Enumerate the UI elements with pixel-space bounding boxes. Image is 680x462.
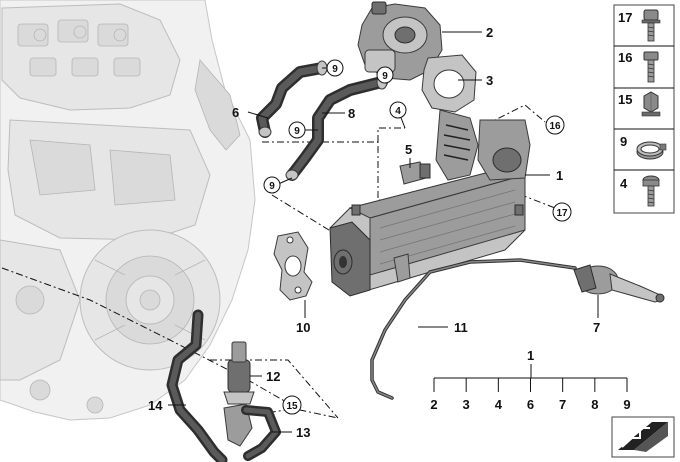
set-child-label: 3: [463, 397, 470, 412]
gasket-part-3: [421, 54, 477, 113]
svg-text:4: 4: [620, 176, 628, 191]
svg-text:17: 17: [618, 10, 632, 25]
svg-text:9: 9: [269, 181, 275, 192]
svg-text:15: 15: [618, 92, 632, 107]
callout-10: 10: [296, 320, 310, 335]
egr-cooler-part: [329, 119, 531, 297]
hose-part-6: [256, 62, 328, 138]
gasket-part-10: [273, 231, 313, 301]
set-child-label: 8: [591, 397, 598, 412]
hose-clamp-icon: [636, 141, 667, 160]
callout-labels: 2 3 6 8 5 1 10 11 7 12 13 14: [148, 25, 600, 440]
torx-bolt-icon: [642, 175, 660, 207]
svg-text:17: 17: [556, 208, 568, 219]
callout-1: 1: [556, 168, 563, 183]
legend-row-4: 4: [620, 175, 660, 207]
set-child-label: 6: [527, 397, 534, 412]
bolt-hex-icon: [643, 51, 659, 83]
hex-nut-icon: [641, 91, 661, 117]
callout-7: 7: [593, 320, 600, 335]
hose-part-14: [166, 309, 228, 462]
set-breakdown-diagram: 1 2 3 4 6 7 8 9: [430, 348, 630, 412]
svg-text:16: 16: [618, 50, 632, 65]
callout-2: 2: [486, 25, 493, 40]
set-child-label: 2: [430, 397, 437, 412]
set-parent-label: 1: [527, 348, 534, 363]
svg-text:9: 9: [294, 126, 300, 137]
callout-17-circle: 17: [552, 202, 572, 222]
stud-part-5: [399, 161, 431, 185]
callout-9-circle-c: 9: [288, 121, 306, 139]
egr-valve-part: [357, 1, 443, 81]
arrow-corner-icon[interactable]: [611, 416, 675, 458]
callout-4-circle: 4: [389, 101, 407, 119]
callout-9-circle-b: 9: [376, 66, 394, 84]
circled-callouts: 9 9 9 9 4 16 17 15: [263, 59, 572, 415]
svg-text:9: 9: [382, 71, 388, 82]
callout-11: 11: [454, 320, 468, 335]
legend-row-15: 15: [618, 91, 661, 117]
callout-6: 6: [232, 105, 239, 120]
legend-row-17: 17: [618, 9, 661, 42]
set-child-label: 4: [495, 397, 503, 412]
legend-row-16: 16: [618, 50, 659, 83]
legend-row-9: 9: [620, 134, 667, 160]
hose-part-8: [286, 76, 388, 181]
callout-16-circle: 16: [545, 115, 565, 135]
egr-pipe-part: [435, 109, 479, 181]
callout-9-circle-a: 9: [326, 59, 344, 77]
callout-8: 8: [348, 106, 355, 121]
svg-text:15: 15: [286, 401, 298, 412]
engine-block-illustration: [0, 0, 256, 421]
svg-text:9: 9: [620, 134, 627, 149]
vacuum-actuator-part-7: [573, 264, 665, 303]
bolt-collar-icon: [641, 9, 661, 42]
small-parts-legend: 17 16 15 9: [613, 4, 675, 214]
set-child-label: 7: [559, 397, 566, 412]
bracket-part-13: [223, 403, 281, 461]
svg-text:9: 9: [332, 64, 338, 75]
svg-text:16: 16: [549, 121, 561, 132]
set-child-label: 9: [623, 397, 630, 412]
callout-13: 13: [296, 425, 310, 440]
callout-9-circle-d: 9: [263, 176, 281, 194]
callout-15-circle: 15: [282, 395, 302, 415]
svg-text:4: 4: [395, 106, 401, 117]
vacuum-line-part-11: [370, 258, 577, 400]
valve-part-12: [223, 341, 255, 405]
callout-5: 5: [405, 142, 412, 157]
callout-3: 3: [486, 73, 493, 88]
callout-14: 14: [148, 398, 163, 413]
callout-12: 12: [266, 369, 280, 384]
